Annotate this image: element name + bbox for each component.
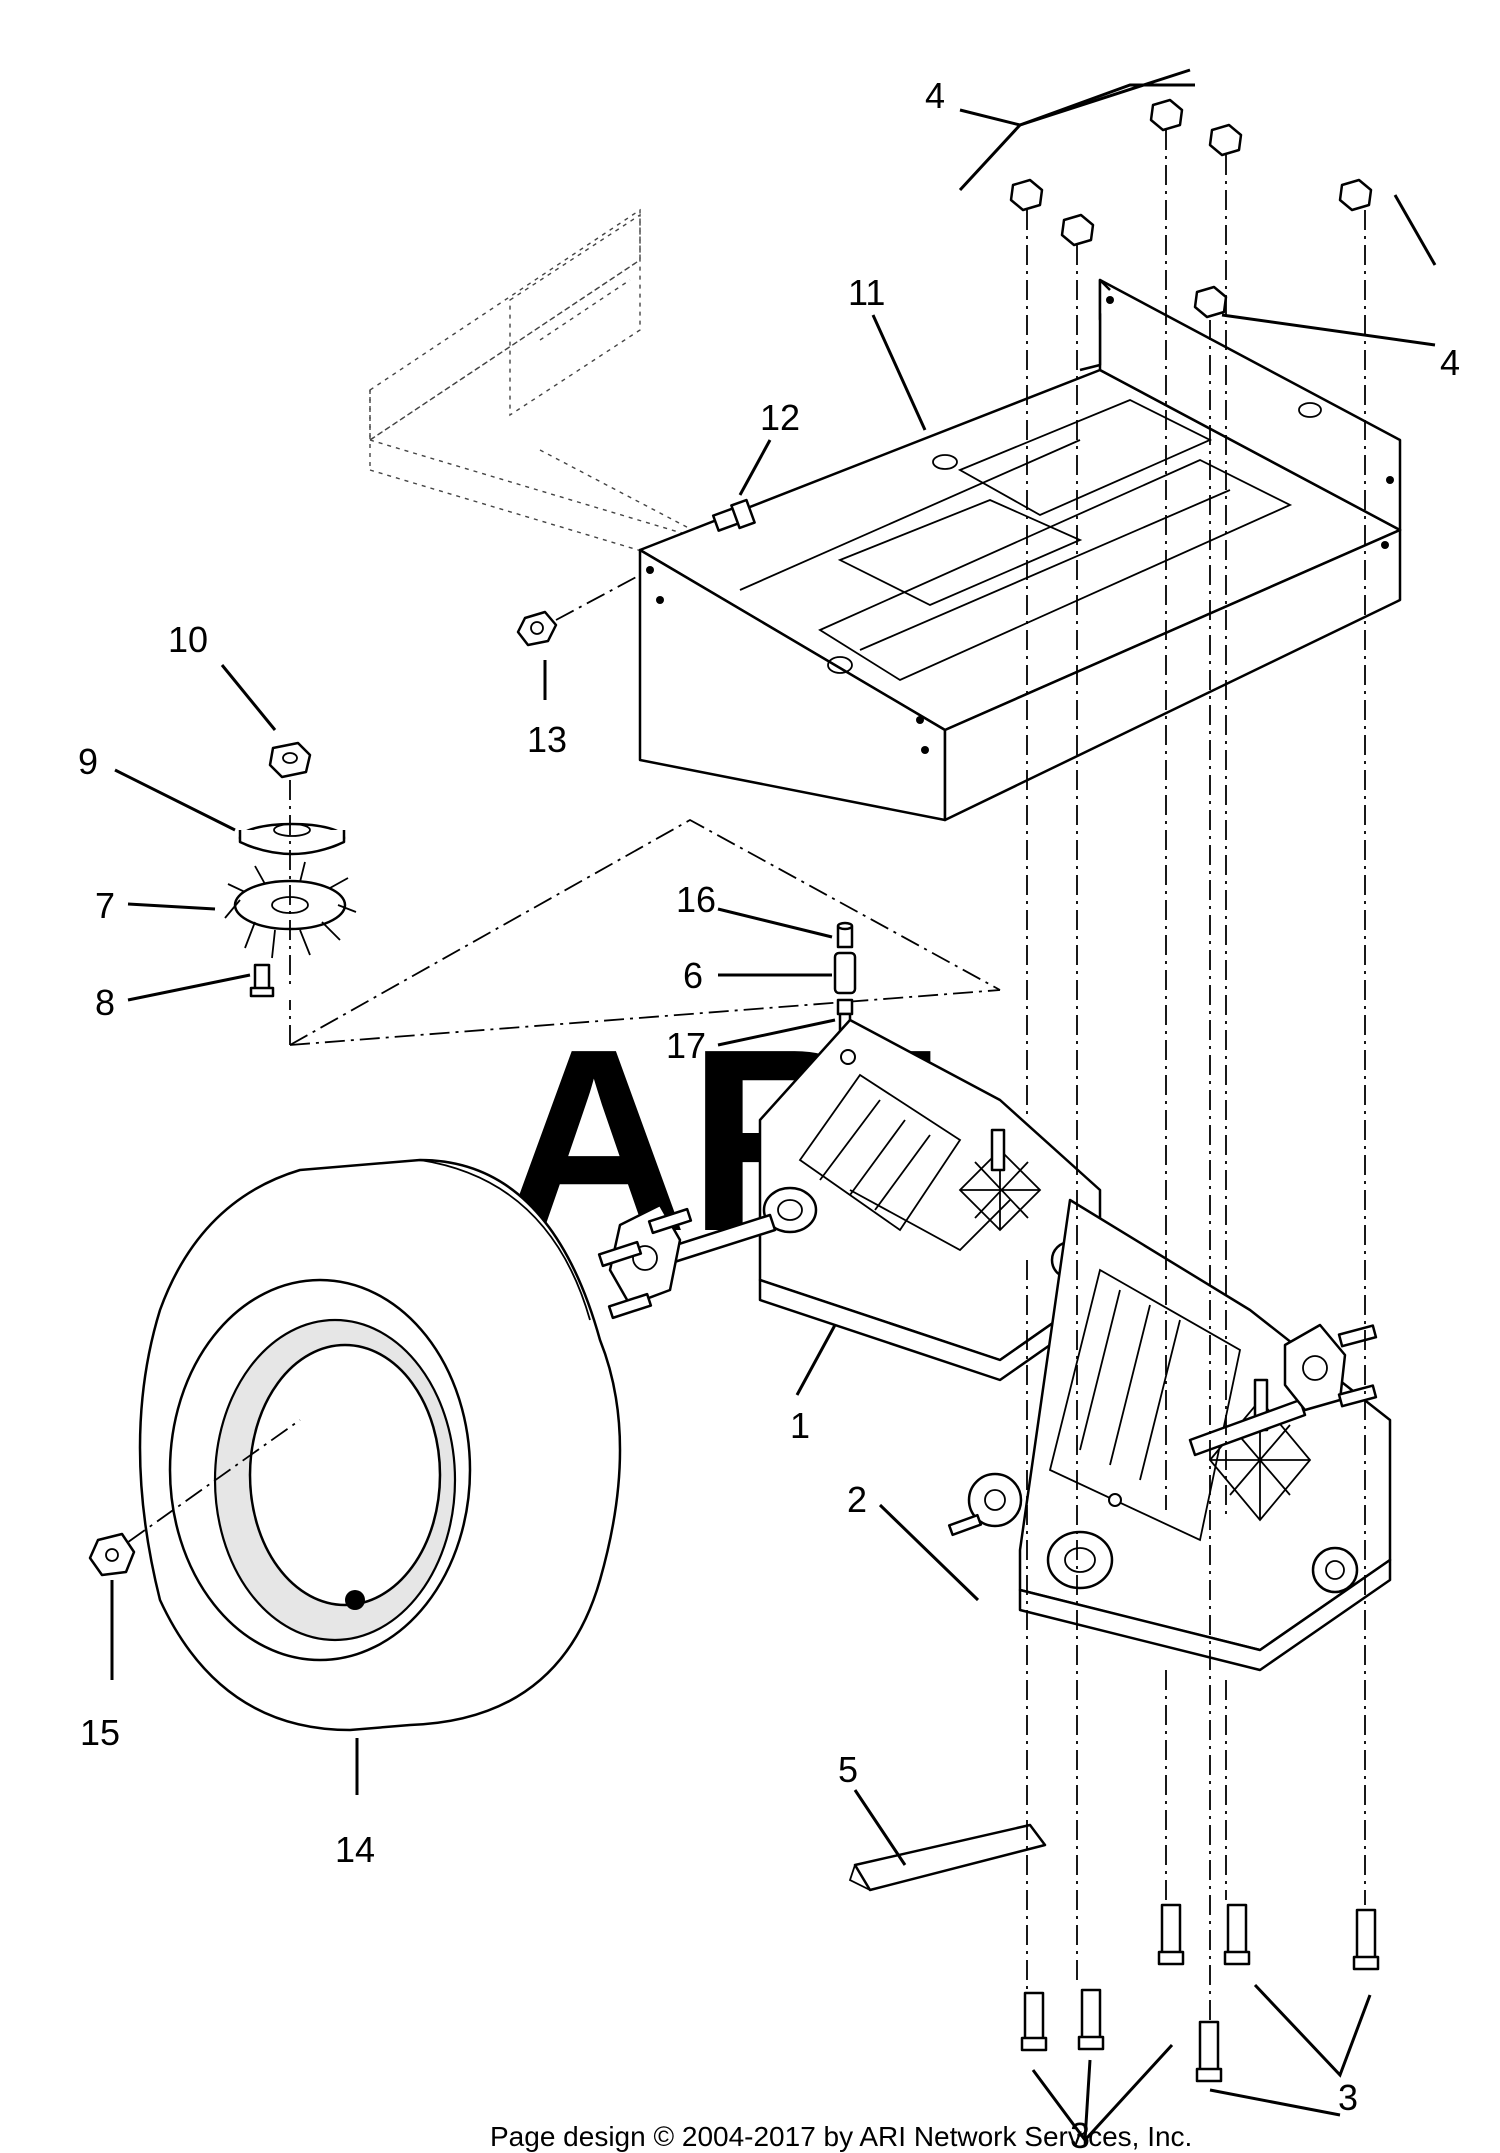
alignment-lines [1026,130,1366,2020]
callout-7: 7 [95,885,115,926]
valve-part-17 [836,998,854,1032]
mounting-bracket-part-11 [638,278,1402,822]
spacer-part-5 [848,1823,1047,1892]
callout-14: 14 [335,1829,375,1870]
nuts-part-4 [1009,98,1373,319]
callout-12: 12 [760,397,800,438]
callout-1: 1 [790,1405,810,1446]
nut-part-10 [268,741,312,779]
callout-6: 6 [683,955,703,996]
callout-15: 15 [80,1712,120,1753]
bolt-part-12 [711,498,756,532]
pulley-part-9 [238,822,346,856]
callout-10: 10 [168,619,208,660]
callout-4-top: 4 [925,75,945,116]
wheel-hub-axle [597,1203,777,1320]
callout-11: 11 [848,272,885,313]
bolts-part-3 [1020,1903,1380,2083]
transmission-part-2 [947,1198,1392,1672]
transmission-part-1 [758,1018,1102,1382]
callout-2: 2 [847,1479,867,1520]
callout-9: 9 [78,741,98,782]
callout-3-right: 3 [1338,2077,1358,2118]
tire-part-14 [99,1158,622,1732]
copyright-footer: Page design © 2004-2017 by ARI Network S… [490,2121,1192,2152]
callout-17: 17 [666,1025,706,1066]
tube-part-6 [833,951,857,995]
callout-3-left: 3 [1070,2115,1090,2153]
callout-labels: 4 4 11 12 13 10 9 7 8 16 6 17 1 2 5 15 1… [78,75,1460,2153]
callout-13: 13 [527,719,567,760]
callout-16: 16 [676,879,716,920]
lug-nut-part-15 [88,1532,136,1577]
screw-part-8 [249,963,275,998]
leader-lines [110,68,1437,2143]
callout-5: 5 [838,1749,858,1790]
fitting-part-16 [836,921,854,949]
callout-4-right: 4 [1440,342,1460,383]
nut-part-13 [516,574,641,647]
callout-8: 8 [95,982,115,1023]
